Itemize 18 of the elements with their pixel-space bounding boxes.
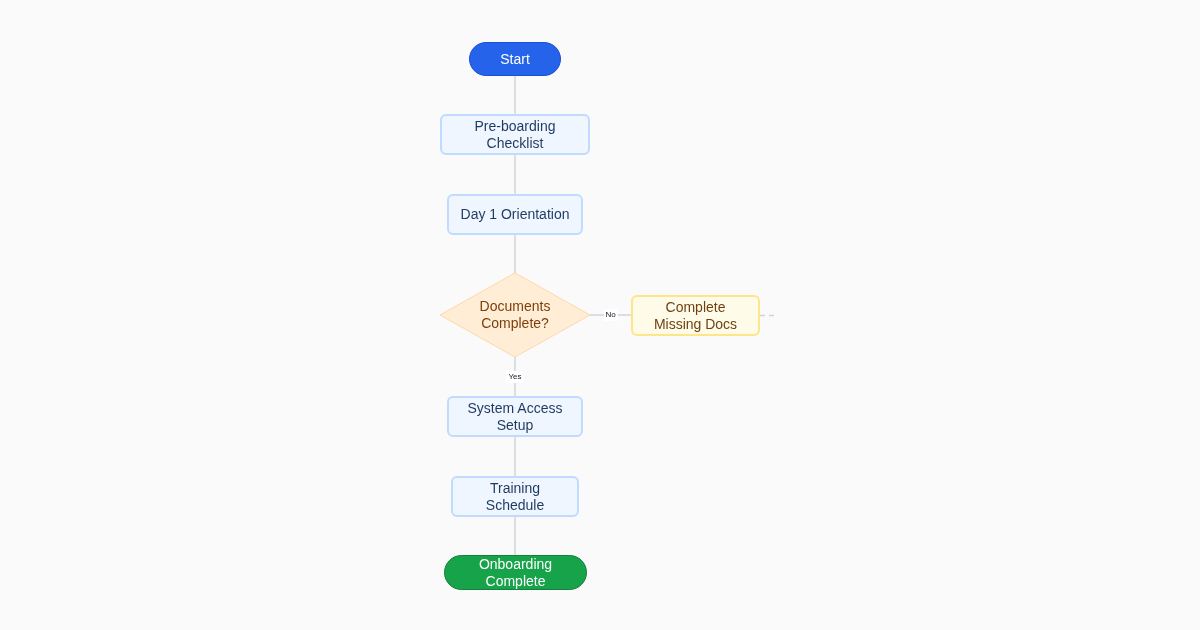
edge-label: No [603,309,618,321]
end-terminal [444,555,587,590]
node-label: Training Schedule [484,479,546,514]
process-box [631,295,760,336]
process-box [451,476,579,517]
decision-diamond [440,273,590,357]
node-label: Complete Missing Docs [652,298,739,333]
process-box [447,396,583,437]
node-label: Day 1 Orientation [459,206,571,223]
node-label: Documents Complete? [478,298,552,332]
start-terminal [469,42,561,76]
node-label: Start [499,50,531,68]
process-box [440,114,590,155]
edge-label: Yes [506,370,524,383]
node-label: Onboarding Complete [477,555,554,590]
node-label: Pre-boarding Checklist [473,117,557,152]
node-label: System Access Setup [466,399,564,434]
process-box [447,194,583,235]
